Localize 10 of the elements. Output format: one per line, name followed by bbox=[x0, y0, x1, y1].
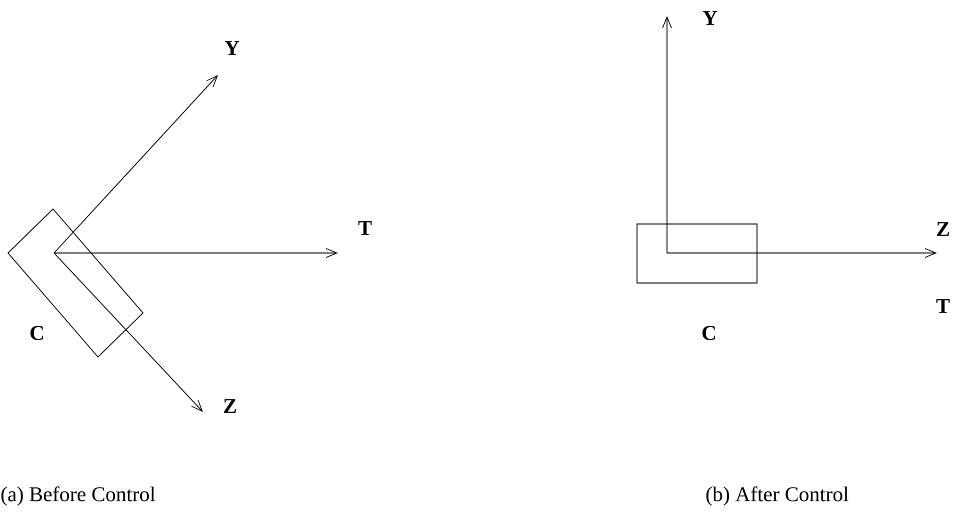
panel-caption: (a) Before Control bbox=[1, 486, 156, 506]
part-label: C bbox=[30, 326, 43, 340]
axis-label: Y bbox=[702, 11, 718, 25]
part-label: C bbox=[702, 326, 715, 340]
panel-caption: (b) After Control bbox=[706, 486, 848, 506]
axis-label: Z bbox=[224, 399, 236, 413]
axis-label: Y bbox=[224, 41, 240, 55]
axis-label: Z bbox=[937, 222, 949, 236]
axis-label: T bbox=[936, 299, 950, 313]
axis-label: T bbox=[358, 221, 372, 235]
